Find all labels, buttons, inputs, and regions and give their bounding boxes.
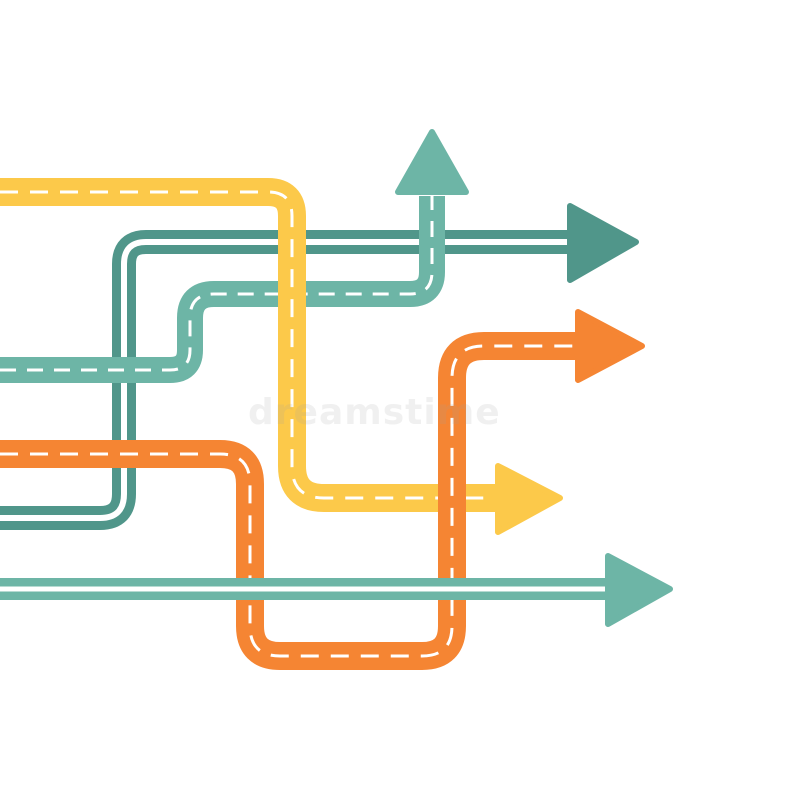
light-teal-double-line-arrow [0,553,673,627]
light-teal-road-dashes [0,196,434,372]
orange-arrowhead [575,309,645,383]
yellow-road-dashes [0,190,500,500]
orange-road-dashes [0,344,582,658]
light-teal-arrowhead-up [395,129,469,195]
light-teal-arrowhead-right [605,553,673,627]
yellow-arrowhead [495,463,563,535]
orange-road-arrow [0,309,645,670]
light-teal-road-arrow [0,129,469,383]
dark-teal-arrowhead [567,203,639,283]
yellow-road-arrow [0,178,563,535]
light-teal-road-body [0,196,445,383]
